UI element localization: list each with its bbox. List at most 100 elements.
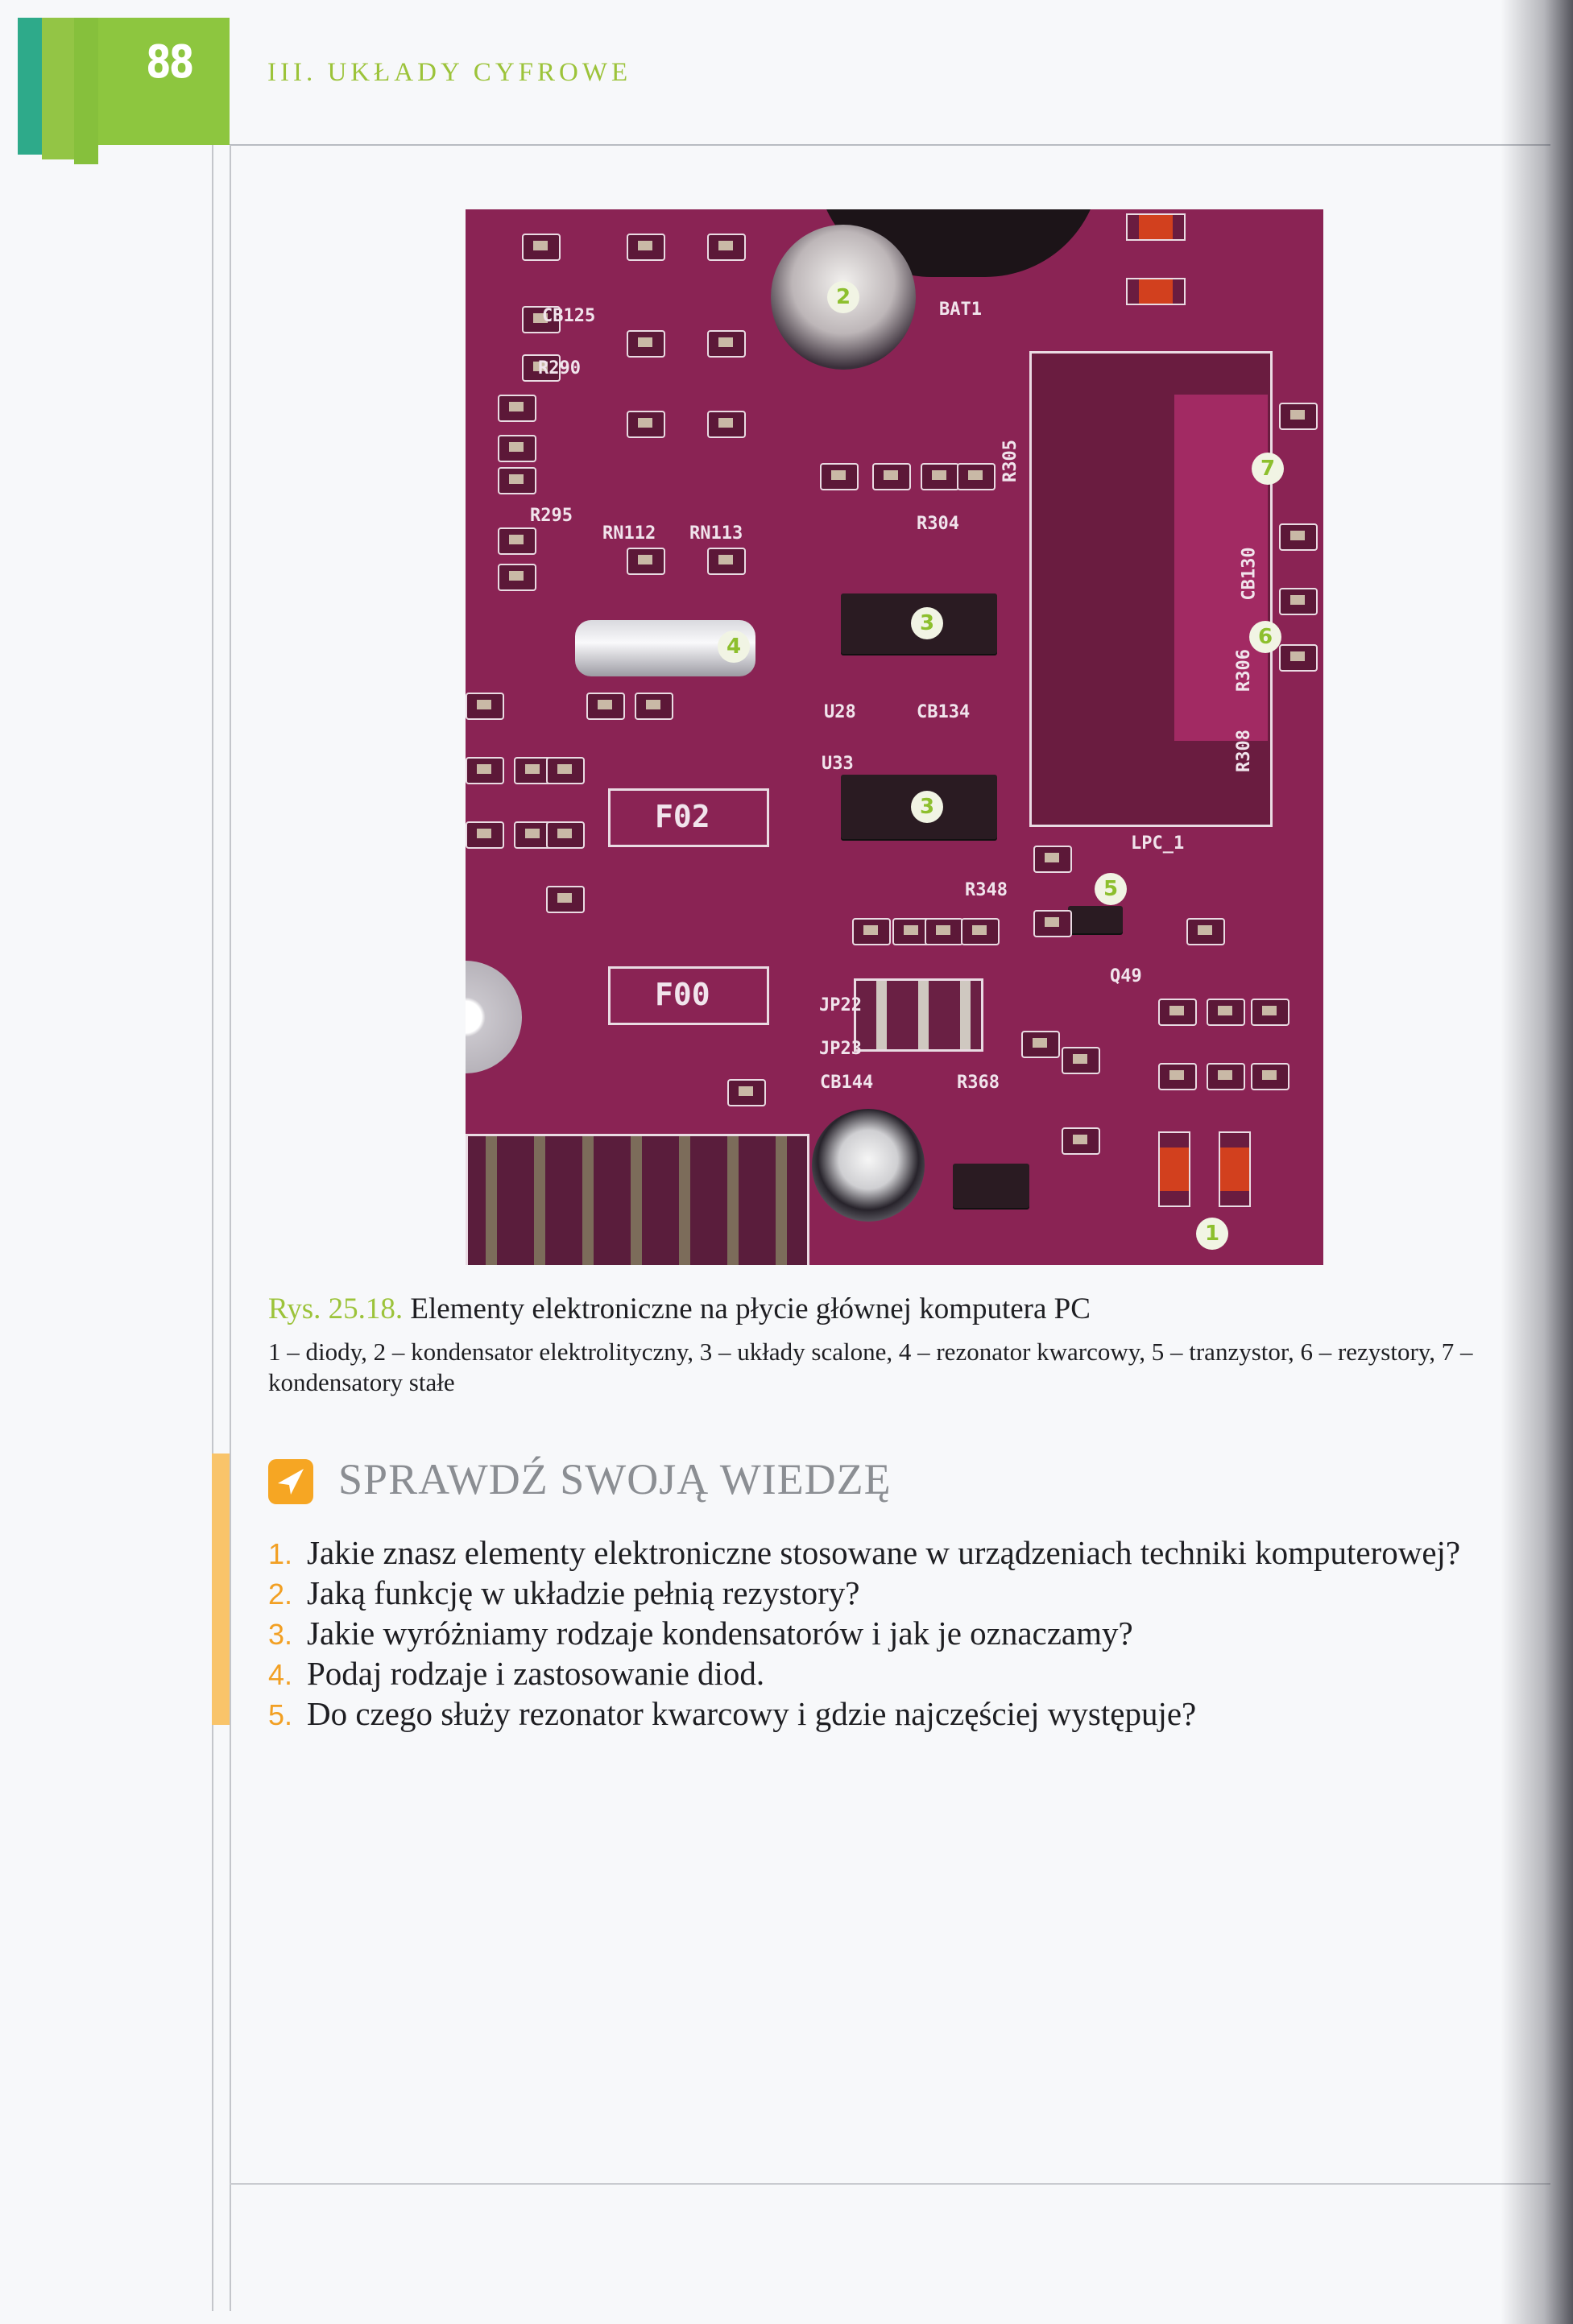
silkscreen-label: R305 [1000, 440, 1020, 482]
footer-divider [230, 2183, 1550, 2185]
silkscreen-label: R295 [530, 506, 573, 526]
page-binding-shadow [1501, 0, 1573, 2324]
smd-component [872, 463, 911, 490]
question-item: 5. Do czego służy rezonator kwarcowy i gd… [268, 1693, 1460, 1734]
silkscreen-label: U28 [824, 702, 856, 722]
smd-component [627, 411, 665, 438]
figure-marker: 4 [718, 631, 750, 663]
page-number: 88 [146, 36, 194, 89]
diode [1126, 278, 1186, 305]
silkscreen-label: R308 [1233, 730, 1254, 772]
margin-line [212, 145, 213, 2311]
smd-component [921, 463, 959, 490]
figure-marker: 3 [911, 607, 943, 639]
question-text: Podaj rodzaje i zastosowanie diod. [307, 1655, 765, 1692]
smd-component [961, 918, 1000, 945]
silkscreen-label: R290 [538, 358, 581, 378]
figure-marker: 7 [1252, 453, 1284, 485]
smd-component [707, 234, 746, 261]
smd-component [522, 234, 561, 261]
figure-marker: 2 [827, 281, 859, 313]
silkscreen-label: CB144 [820, 1073, 874, 1093]
silkscreen-label: R304 [917, 514, 959, 534]
chip-footprint-f02 [608, 788, 769, 847]
smd-component [466, 693, 504, 720]
smd-component [466, 821, 504, 849]
smd-component [1033, 910, 1072, 937]
smd-component [1021, 1031, 1060, 1058]
smd-component [1158, 999, 1197, 1026]
smd-component [627, 548, 665, 575]
electrolytic-capacitor [812, 1109, 925, 1222]
smd-component [627, 330, 665, 358]
smd-component [498, 467, 536, 494]
smd-component [546, 757, 585, 784]
smd-component [635, 693, 673, 720]
figure-marker: 1 [1196, 1218, 1228, 1250]
smd-component [546, 886, 585, 913]
smd-component [522, 306, 561, 333]
smd-component [820, 463, 859, 490]
silkscreen-label: RN113 [689, 523, 743, 544]
smd-component [1062, 1127, 1100, 1155]
question-number: 3. [268, 1618, 293, 1651]
tab-edge [18, 18, 42, 155]
tab-edge [42, 18, 74, 159]
question-item: 3. Jakie wyróżniamy rodzaje kondensatorów… [268, 1613, 1460, 1653]
figure-marker: 6 [1249, 621, 1281, 653]
question-number: 5. [268, 1698, 293, 1731]
question-item: 2.Jaką funkcję w układzie pełnią rezysto… [268, 1573, 1460, 1613]
smd-component [498, 395, 536, 422]
pcb-plane [1174, 395, 1268, 741]
header-divider [230, 144, 1550, 146]
jumper-block [854, 978, 983, 1052]
smd-component [627, 234, 665, 261]
smd-component [1279, 403, 1318, 430]
silkscreen-label: CB130 [1239, 547, 1260, 601]
tab-edge [74, 18, 98, 164]
quiz-heading: SPRAWDŹ SWOJĄ WIEDZĘ [338, 1455, 892, 1503]
smd-component [1279, 588, 1318, 615]
silkscreen-label: R348 [965, 880, 1008, 900]
silkscreen-label: R368 [957, 1073, 1000, 1093]
smd-component [707, 548, 746, 575]
section-marker-bar [212, 1454, 230, 1725]
figure-legend: 1 – diody, 2 – kondensator elektrolitycz… [268, 1338, 1473, 1396]
smd-component [1207, 999, 1245, 1026]
silkscreen-label: JP22 [819, 995, 862, 1015]
smd-component [1279, 523, 1318, 551]
pin-header [466, 1134, 809, 1265]
question-text: Do czego służy rezonator kwarcowy i gdzi… [307, 1695, 1197, 1732]
silkscreen-label: F02 [655, 799, 710, 834]
question-number: 2. [268, 1578, 293, 1611]
voltage-regulator [953, 1164, 1029, 1208]
chapter-tab [18, 18, 230, 164]
smd-component [707, 411, 746, 438]
figure-title: Elementy elektroniczne na płycie głównej… [410, 1292, 1091, 1325]
transistor [1068, 906, 1123, 933]
question-text: Jakie znasz elementy elektroniczne stoso… [307, 1534, 1461, 1571]
question-text: Jakie wyróżniamy rodzaje kondensatorów i… [307, 1615, 1133, 1652]
silkscreen-label: LPC_1 [1131, 833, 1185, 854]
smd-component [1207, 1063, 1245, 1090]
arrow-icon [268, 1459, 313, 1504]
diode [1219, 1131, 1251, 1207]
silkscreen-label: RN112 [602, 523, 656, 544]
smd-component [522, 354, 561, 382]
quiz-questions: 1.Jakie znasz elementy elektroniczne sto… [268, 1532, 1460, 1734]
smd-component [498, 435, 536, 462]
figure-label: Rys. 25.18. [268, 1292, 404, 1325]
figure-marker: 5 [1095, 873, 1127, 905]
silkscreen-label: F00 [655, 977, 710, 1012]
smd-component [1251, 1063, 1289, 1090]
smd-component [586, 693, 625, 720]
smd-component [727, 1079, 766, 1106]
smd-component [1033, 846, 1072, 873]
silkscreen-label: CB134 [917, 702, 971, 722]
question-number: 4. [268, 1658, 293, 1691]
smd-component [707, 330, 746, 358]
silkscreen-label: U33 [822, 754, 854, 774]
margin-line [230, 145, 231, 2311]
smd-component [1279, 644, 1318, 672]
